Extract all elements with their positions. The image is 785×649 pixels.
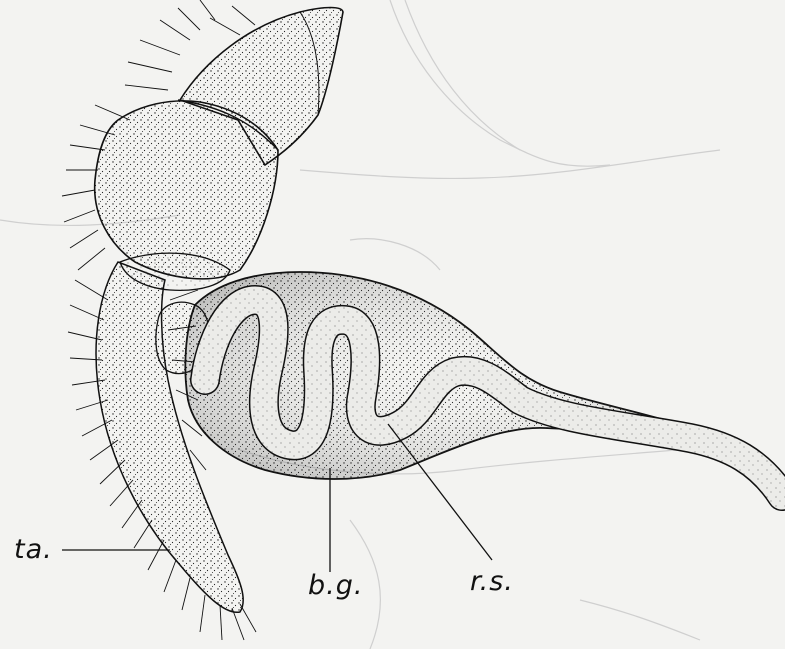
- label-ta: ta.: [14, 536, 53, 563]
- upper-limb-segments: [62, 0, 343, 290]
- label-rs: r.s.: [470, 568, 514, 595]
- label-bg: b.g.: [308, 572, 363, 599]
